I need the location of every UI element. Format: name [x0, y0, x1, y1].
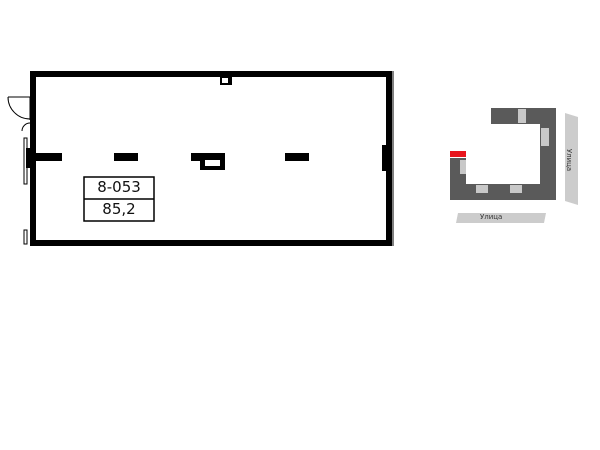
unit-highlight — [450, 151, 466, 157]
building-minimap — [450, 108, 578, 223]
door — [7, 71, 394, 246]
unit-area: 85,2 — [102, 200, 136, 218]
street-label-bottom: Улица — [480, 213, 503, 221]
unit-number: 8-053 — [97, 178, 141, 196]
unit-walls — [26, 71, 392, 246]
unit-label-box — [83, 176, 155, 222]
street-label-right: Улица — [565, 148, 574, 172]
